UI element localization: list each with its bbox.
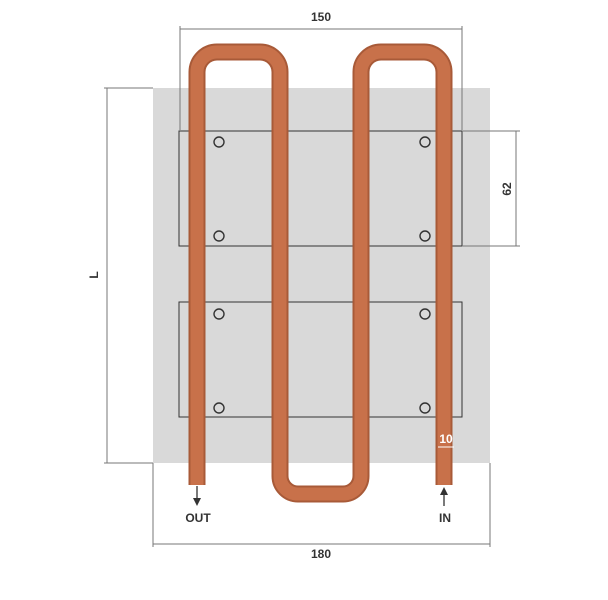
- mounting-hole: [419, 402, 431, 414]
- inlet-arrow-icon: [440, 487, 448, 506]
- dimension-left: [104, 87, 153, 464]
- mounting-hole: [419, 230, 431, 242]
- pipe-badge: 10: [439, 432, 453, 446]
- component-block-upper: [178, 130, 463, 247]
- mounting-hole: [419, 308, 431, 320]
- mounting-hole: [213, 136, 225, 148]
- dimension-bottom-label: 180: [311, 547, 331, 561]
- outlet-label: OUT: [185, 511, 211, 525]
- heat-pipe: [190, 45, 451, 501]
- dimension-right: [462, 130, 520, 247]
- mounting-holes: [213, 136, 431, 414]
- dimension-top-label: 150: [311, 10, 331, 24]
- dimension-top: [179, 26, 463, 130]
- mounting-hole: [213, 230, 225, 242]
- dimension-right-label: 62: [500, 182, 514, 196]
- dimension-bottom: [152, 463, 491, 547]
- component-block-lower: [178, 301, 463, 418]
- mounting-hole: [419, 136, 431, 148]
- mounting-hole: [213, 402, 225, 414]
- inlet-label: IN: [439, 511, 451, 525]
- dimension-left-label: L: [87, 271, 101, 278]
- outlet-arrow-icon: [193, 486, 201, 506]
- mounting-hole: [213, 308, 225, 320]
